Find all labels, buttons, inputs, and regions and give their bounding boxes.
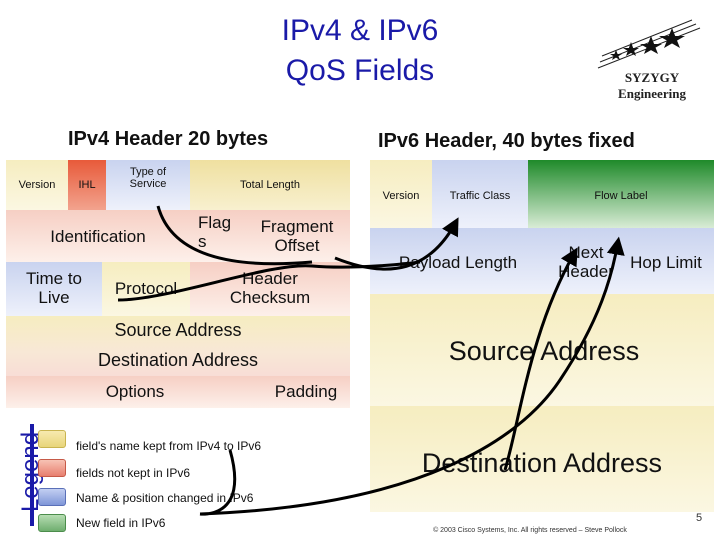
ipv6-traffic-class-field: Traffic Class [449, 189, 511, 202]
ipv4-source-address-field: Source Address [114, 320, 242, 341]
legend-swatch-new [38, 514, 66, 532]
legend-text-changed: Name & position changed in IPv6 [76, 491, 254, 505]
ipv4-flags-field: Flag s [198, 213, 232, 251]
legend-text-kept: field's name kept from IPv4 to IPv6 [76, 439, 262, 453]
ipv4-ihl-field: IHL [78, 178, 96, 191]
ipv6-destination-address-field: Destination Address [421, 448, 663, 479]
arrow-protocol-to-next-header [117, 260, 421, 302]
ipv4-ttl-field: Time to Live [25, 269, 83, 307]
legend-swatch-removed [38, 459, 66, 477]
ipv4-fragment-offset-field: Fragment Offset [260, 217, 334, 255]
legend-divider [30, 424, 34, 526]
ipv6-source-address-field: Source Address [448, 336, 640, 367]
arrow-total-length-to-payload [334, 217, 459, 271]
ipv4-tos-field: Type of Service [129, 166, 167, 191]
legend-text-removed: fields not kept in IPv6 [76, 466, 191, 480]
ipv4-options-field: Options [105, 381, 165, 401]
ipv4-identification-field: Identification [50, 226, 146, 246]
ipv6-heading: IPv6 Header, 40 bytes fixed [378, 130, 635, 152]
ipv4-total-length-field: Total Length [240, 178, 300, 191]
logo-text: SYZYGY Engineering [618, 70, 686, 101]
ipv6-hop-limit-field: Hop Limit [630, 252, 702, 272]
slide-title-line1: IPv4 & IPv6 [281, 14, 439, 47]
copyright-text: © 2003 Cisco Systems, Inc. All rights re… [433, 527, 627, 534]
syzygy-logo: SYZYGY Engineering [596, 18, 706, 101]
legend-swatch-kept [38, 430, 66, 448]
arrow-next-header-long [503, 247, 578, 471]
arrow-checksum-to-next [350, 270, 382, 400]
ipv4-destination-address-field: Destination Address [97, 350, 259, 371]
ipv6-flow-label-field: Flow Label [594, 189, 648, 202]
ipv6-version-field: Version [382, 189, 420, 202]
legend-swatch-changed [38, 488, 66, 506]
ipv4-protocol-field: Protocol [114, 278, 178, 298]
legend-text-new: New field in IPv6 [76, 516, 166, 530]
stars-icon [597, 19, 701, 69]
page-number: 5 [696, 512, 703, 524]
arrow-tos-to-traffic-class [156, 205, 313, 266]
slide-title-line2: QoS Fields [285, 54, 435, 87]
ipv4-version-field: Version [18, 178, 56, 191]
arrow-ttl-to-hop-limit [199, 242, 618, 516]
ipv6-payload-length-field: Payload Length [398, 252, 518, 272]
ipv4-padding-field: Padding [274, 381, 338, 401]
ipv4-heading: IPv4 Header 20 bytes [68, 128, 269, 150]
